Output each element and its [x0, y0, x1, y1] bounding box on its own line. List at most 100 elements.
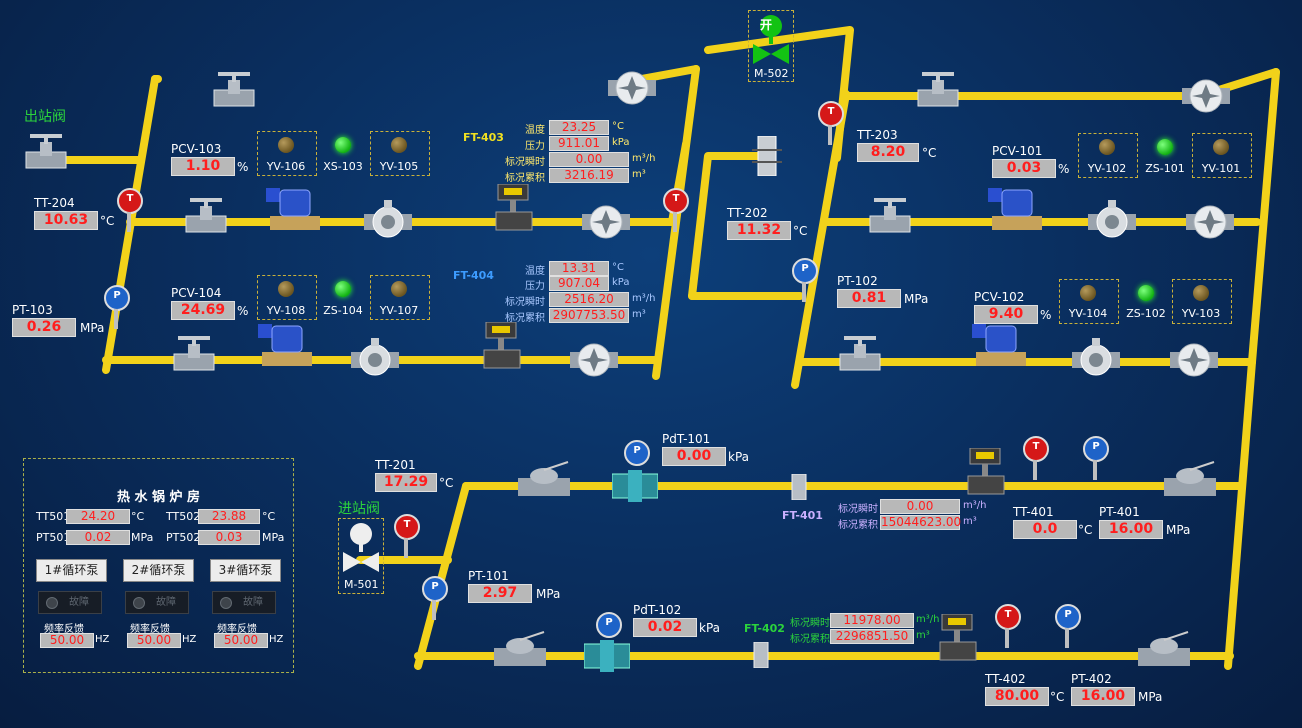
gate-valve[interactable] [1138, 628, 1190, 670]
pcv102-value: 9.40 [974, 305, 1038, 324]
ft404-flowmeter[interactable] [482, 322, 522, 372]
tt201-sensor[interactable]: T [394, 514, 420, 558]
m502-valve[interactable] [751, 14, 791, 66]
tt-sensor[interactable]: T [663, 188, 689, 232]
check-valve[interactable] [1182, 74, 1230, 118]
tt201-unit: °C [439, 476, 454, 490]
zs101-label: ZS-101 [1145, 162, 1185, 175]
freq2-value: 50.00 [127, 633, 181, 648]
ft402-inst-unit: m³/h [916, 614, 940, 625]
check-valve[interactable] [1186, 200, 1234, 244]
pt103-sensor[interactable]: P [104, 285, 130, 329]
gate-valve[interactable] [1164, 458, 1216, 500]
ball-valve-zs104[interactable] [351, 338, 399, 382]
ft404-press-unit: kPa [612, 277, 630, 288]
ft402-inst-label: 标况瞬时 [790, 618, 830, 629]
ft404-inst-unit: m³/h [632, 293, 656, 304]
flange [791, 474, 807, 500]
pump2-fault-indicator: 故障 [125, 591, 189, 614]
freq2-unit: HZ [182, 634, 197, 645]
check-valve[interactable] [582, 200, 630, 244]
pt401-value: 16.00 [1099, 520, 1163, 539]
ft402-flowmeter[interactable] [938, 614, 978, 664]
ball-valve-zs102[interactable] [1072, 338, 1120, 382]
tt401-sensor[interactable]: T [1023, 436, 1049, 480]
yv101-label: YV-101 [1201, 162, 1241, 175]
yv104-box [1059, 279, 1119, 324]
ft404-temp: 13.31 [549, 261, 609, 276]
pcv103-value: 1.10 [171, 157, 235, 176]
pump1-button[interactable]: 1#循环泵 [36, 559, 107, 582]
m501-valve[interactable] [341, 522, 381, 574]
pdt102-sensor[interactable]: P [596, 612, 622, 638]
check-valve[interactable] [570, 338, 618, 382]
pt102-sensor[interactable]: P [792, 258, 818, 302]
pt102-value: 0.81 [837, 289, 901, 308]
outlet-valve-title: 出站阀 [24, 109, 66, 125]
ft401-inst: 0.00 [880, 499, 960, 514]
pump2-button[interactable]: 2#循环泵 [123, 559, 194, 582]
freq1-label: 频率反馈 [44, 624, 84, 635]
gate-valve[interactable] [916, 66, 960, 112]
tt402-value: 80.00 [985, 687, 1049, 706]
tt402-sensor[interactable]: T [995, 604, 1021, 648]
pcv101-label: PCV-101 [992, 144, 1043, 158]
ft404-temp-unit: °C [612, 262, 624, 273]
yv105-box [370, 131, 430, 176]
gate-valve[interactable] [838, 330, 882, 376]
yv107-box [370, 275, 430, 320]
pump3-button[interactable]: 3#循环泵 [210, 559, 281, 582]
freq2-label: 频率反馈 [130, 624, 170, 635]
check-valve[interactable] [608, 66, 656, 110]
ft403-total-label: 标况累积 [505, 173, 545, 184]
tt203-value: 8.20 [857, 143, 919, 162]
yv106-lamp [278, 137, 294, 153]
pt101-label: PT-101 [468, 569, 509, 583]
pdt102-label: PdT-102 [633, 603, 682, 617]
tt501-unit: °C [131, 510, 145, 523]
gate-valve[interactable] [172, 330, 216, 376]
pcv101-value: 0.03 [992, 159, 1056, 178]
ft402-total-label: 标况累积 [790, 634, 830, 645]
pcv104-label: PCV-104 [171, 286, 222, 300]
pcv102-unit: % [1040, 308, 1052, 322]
ft403-temp-unit: °C [612, 121, 624, 132]
pcv104-regulator[interactable] [258, 322, 314, 374]
pt102-label: PT-102 [837, 274, 878, 288]
ft404-title: FT-404 [453, 269, 494, 282]
tt401-value: 0.0 [1013, 520, 1077, 539]
pcv103-regulator[interactable] [266, 186, 322, 238]
gate-valve[interactable] [184, 192, 228, 238]
check-valve[interactable] [1170, 338, 1218, 382]
gate-valve[interactable] [212, 66, 256, 112]
pt401-label: PT-401 [1099, 505, 1140, 519]
pdt101-sensor[interactable]: P [624, 440, 650, 466]
tt204-sensor[interactable]: T [117, 188, 143, 232]
ft403-flowmeter[interactable] [494, 184, 534, 234]
pcv102-regulator[interactable] [972, 322, 1028, 374]
pt101-sensor[interactable]: P [422, 576, 448, 620]
fault-lamp [46, 597, 58, 609]
filter[interactable] [584, 640, 630, 672]
pt401-sensor[interactable]: P [1083, 436, 1109, 480]
ball-valve-xs103[interactable] [364, 200, 412, 244]
ft401-inst-unit: m³/h [963, 500, 987, 511]
filter[interactable] [612, 470, 658, 502]
pcv101-regulator[interactable] [988, 186, 1044, 238]
pt402-label: PT-402 [1071, 672, 1112, 686]
gate-valve[interactable] [868, 192, 912, 238]
outlet-gate-valve[interactable] [24, 128, 68, 174]
ft402-inst: 11978.00 [830, 613, 914, 628]
gate-valve[interactable] [518, 458, 570, 500]
gate-valve[interactable] [494, 628, 546, 670]
pt102-unit: MPa [904, 292, 929, 306]
pt401-unit: MPa [1166, 523, 1191, 537]
yv103-box [1172, 279, 1232, 324]
tt502-label: TT502 [166, 510, 201, 523]
tt203-sensor[interactable]: T [818, 101, 844, 145]
yv106-label: YV-106 [266, 160, 306, 173]
pt402-sensor[interactable]: P [1055, 604, 1081, 648]
pt502-value: 0.03 [198, 530, 260, 545]
ft401-flowmeter[interactable] [966, 448, 1006, 498]
ball-valve-zs101[interactable] [1088, 200, 1136, 244]
